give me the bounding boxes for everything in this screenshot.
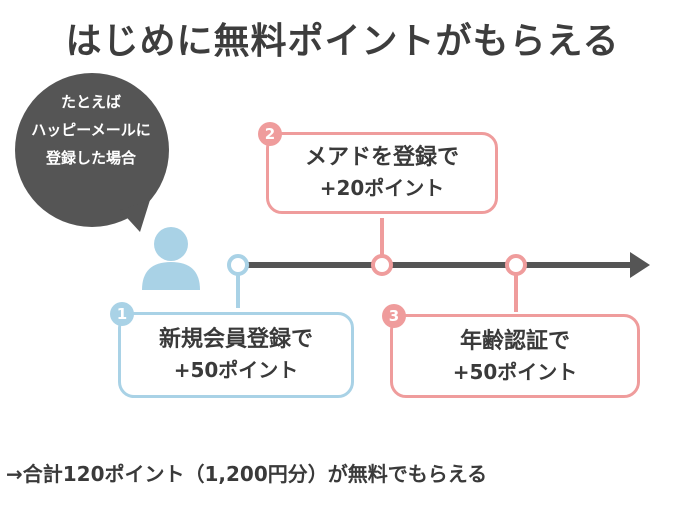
summary-text: →合計120ポイント（1,200円分）が無料でもらえる (6, 462, 488, 486)
step-box-2: メアドを登録で +20ポイント (266, 132, 498, 214)
step-3-points: +50ポイント (452, 360, 578, 384)
speech-bubble (15, 73, 169, 232)
step-2-points: +20ポイント (319, 176, 445, 200)
step-2-badge: 2 (258, 122, 282, 146)
step-1-label: 新規会員登録で (158, 327, 313, 352)
speech-bubble-text: たとえば ハッピーメールに 登録した場合 (14, 88, 168, 172)
person-icon (142, 227, 200, 290)
page-title: はじめに無料ポイントがもらえる (65, 21, 620, 62)
bubble-line: 登録した場合 (45, 149, 136, 167)
step-1-points: +50ポイント (173, 358, 299, 382)
step-3-badge: 3 (382, 304, 406, 328)
arrow-right-icon (630, 252, 650, 278)
timeline-node-1 (227, 254, 249, 276)
step-box-1: 新規会員登録で +50ポイント (118, 312, 354, 398)
step-1-badge: 1 (110, 302, 134, 326)
timeline-node-3 (505, 254, 527, 276)
bubble-line: ハッピーメールに (31, 121, 151, 139)
step-3-label: 年齢認証で (459, 329, 570, 354)
bubble-line: たとえば (60, 93, 121, 111)
timeline-node-2 (371, 254, 393, 276)
step-box-3: 年齢認証で +50ポイント (390, 314, 640, 398)
step-2-label: メアドを登録で (304, 145, 459, 170)
